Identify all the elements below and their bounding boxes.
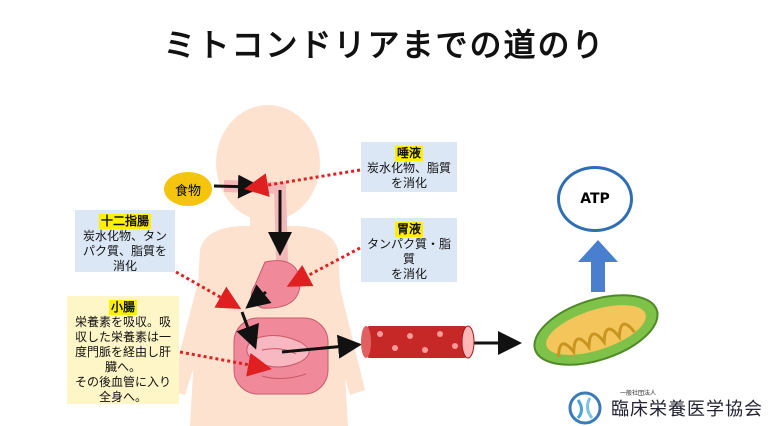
association-logo: 一般社団法人 臨床栄養医学協会 <box>565 386 765 424</box>
saliva-pointer <box>244 168 361 197</box>
stomach-box: 胃液 タンパク質・脂 質 を消化 <box>361 218 457 282</box>
atp-circle: ATP <box>557 166 633 232</box>
stomach-pointer <box>286 246 361 287</box>
stomach-arrow <box>245 284 272 309</box>
duodenum-line: 炭水化物、タン <box>82 229 167 243</box>
saliva-line: を消化 <box>390 176 427 190</box>
small-intestine-line: 全身へ。 <box>98 390 147 404</box>
duodenum-box: 十二指腸 炭水化物、タン パク質、脂質を 消化 <box>75 210 175 273</box>
small-intestine-line: その後血管に入り <box>74 375 171 389</box>
small-intestine-line: 収した栄養素は一 <box>74 330 171 344</box>
saliva-line: 炭水化物、脂質 <box>366 161 451 175</box>
stomach-line: 質 <box>402 252 415 266</box>
saliva-heading: 唾液 <box>394 146 423 161</box>
small-intestine-line: 度門脈を経由し肝 <box>74 345 171 359</box>
blood-vessel <box>361 325 475 359</box>
stomach-line: タンパク質・脂 <box>366 237 451 251</box>
small-intestine-line: 栄養素を吸収。吸 <box>74 315 171 329</box>
stomach-heading: 胃液 <box>394 222 423 237</box>
logo-icon <box>568 391 602 425</box>
duodenum-line: パク質、脂質を <box>82 244 167 258</box>
logo-name: 臨床栄養医学協会 <box>611 399 763 420</box>
food-to-mouth-arrow <box>213 174 262 199</box>
duodenum-arrow <box>236 311 259 350</box>
duodenum-line: 消化 <box>112 259 137 273</box>
logo-subtitle: 一般社団法人 <box>620 390 657 397</box>
intestine-to-vessel-arrow <box>281 334 362 359</box>
small-intestine-pointer <box>179 350 272 377</box>
food-label: 食物 <box>164 172 212 206</box>
stomach-line: を消化 <box>390 267 427 281</box>
up-arrow <box>578 240 618 292</box>
saliva-box: 唾液 炭水化物、脂質 を消化 <box>361 142 457 192</box>
page-title: ミトコンドリアまでの道のり <box>163 26 606 64</box>
small-intestine-box: 小腸 栄養素を吸収。吸 収した栄養素は一 度門脈を経由し肝 臓へ。 その後血管に… <box>67 296 179 404</box>
small-intestine-line: 臓へ。 <box>104 360 141 374</box>
mitochondria <box>533 294 659 366</box>
duodenum-heading: 十二指腸 <box>98 214 151 229</box>
small-intestine-heading: 小腸 <box>108 300 137 315</box>
